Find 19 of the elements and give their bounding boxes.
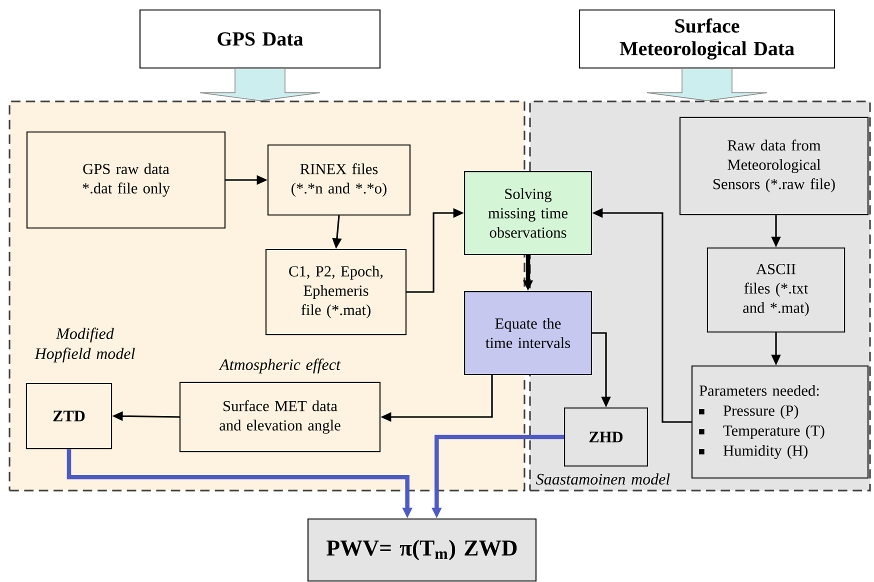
process-box: Raw data from Meteorological Sensors (*.raw file) xyxy=(679,116,869,216)
process-box: ASCII files (*.txt and *.mat) xyxy=(706,247,846,333)
arrow xyxy=(646,68,768,102)
process-box: ZHD xyxy=(564,407,648,467)
formula-box: PWV= π(T$_{m}$) ZWD xyxy=(307,518,537,582)
input-box: GPS Data xyxy=(139,9,381,69)
arrow xyxy=(200,68,320,102)
process-box: Solving missing time observations xyxy=(464,171,592,255)
input-box: Surface Meteorological Data xyxy=(579,9,835,69)
process-box: C1, P2, Epoch, Ephemeris file (*.mat) xyxy=(265,248,407,336)
model-label: Atmospheric effect xyxy=(218,358,341,374)
process-box: GPS raw data *.dat file only xyxy=(26,131,226,229)
process-box: RINEX files (*.*n and *.*o) xyxy=(267,144,411,216)
process-box: ZTD xyxy=(26,382,112,450)
model-label: Saastamoinen model xyxy=(536,473,670,485)
process-box: Equate the time intervals xyxy=(464,291,592,375)
process-box: Parameters needed: Pressure (P) Temperature (T) Humidity (H) xyxy=(691,365,869,479)
model-label: Modified Hopfield model xyxy=(34,328,135,362)
process-box: Surface MET data and elevation angle xyxy=(179,382,381,452)
